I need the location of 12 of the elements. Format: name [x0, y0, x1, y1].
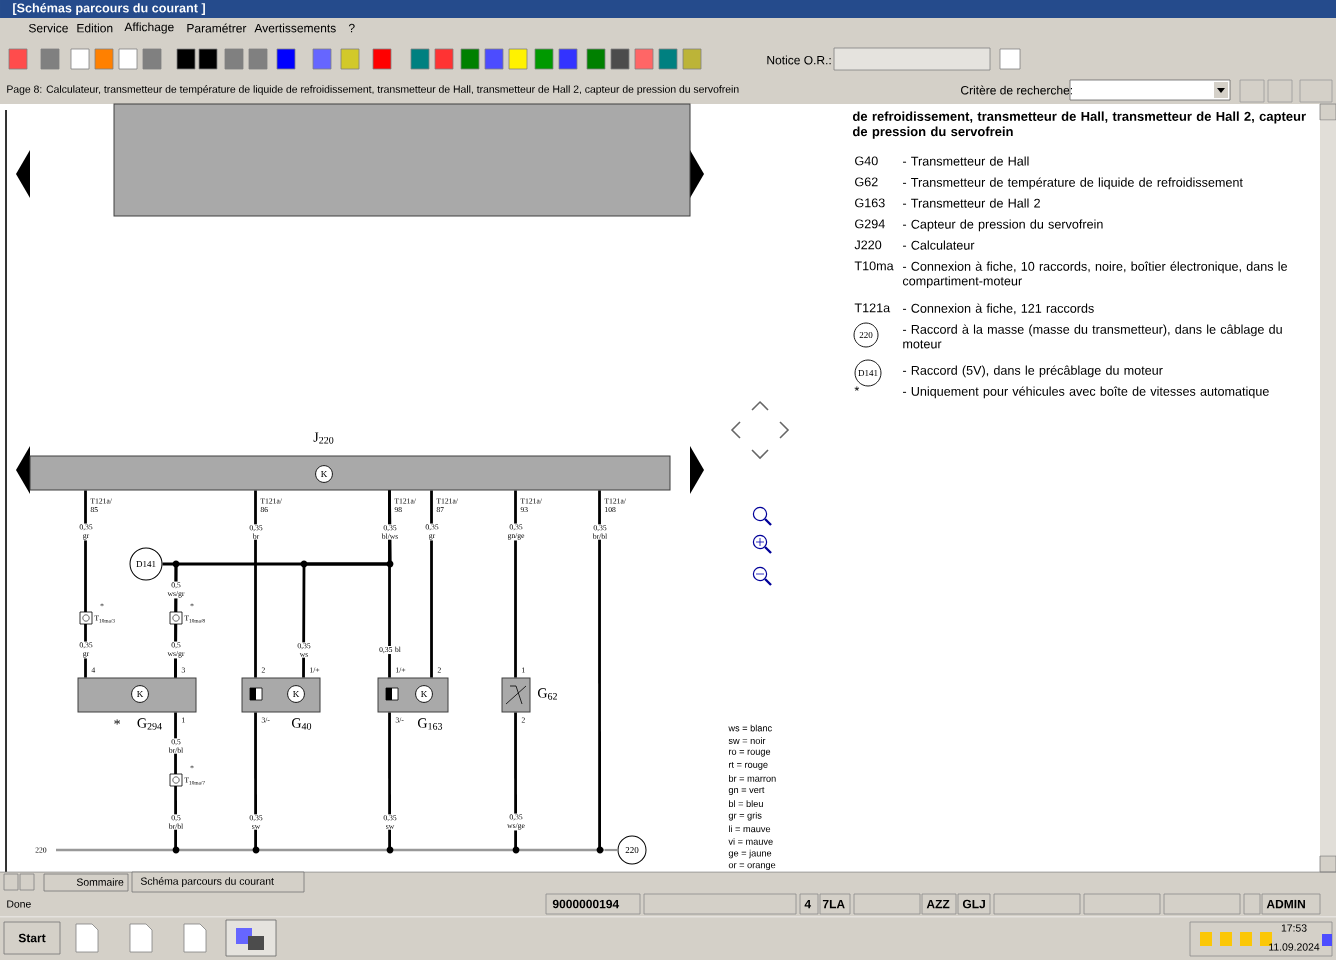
wire	[430, 490, 433, 678]
wire	[254, 490, 257, 678]
wire	[604, 848, 618, 852]
wire	[84, 490, 87, 678]
wire	[388, 712, 391, 849]
wire	[514, 712, 517, 849]
wire	[514, 490, 517, 678]
wire	[174, 712, 177, 849]
wire	[162, 562, 178, 678]
wire	[598, 490, 601, 849]
wire	[254, 712, 257, 849]
component-box	[113, 103, 691, 217]
